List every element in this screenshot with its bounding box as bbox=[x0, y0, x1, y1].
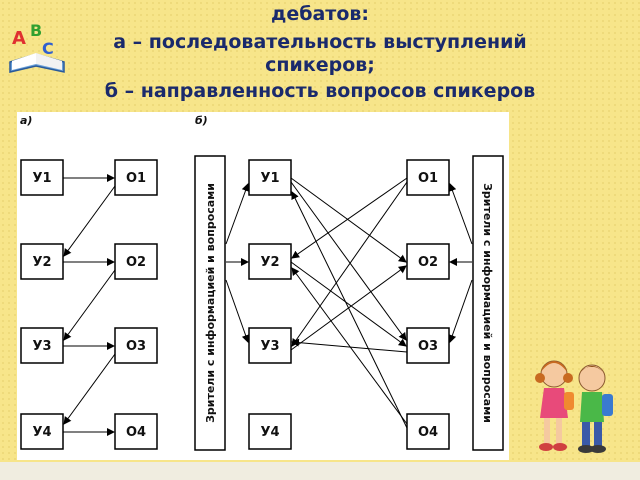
panel-a-right-nodes: О1 О2 О3 О4 bbox=[114, 159, 158, 450]
panel-b-node-y1-label: У1 bbox=[260, 171, 279, 186]
title-line-3: спикеров; bbox=[265, 54, 375, 76]
panel-b-left-nodes: У1 У2 У3 У4 bbox=[248, 159, 292, 450]
title-line-2: а – последовательность выступлений bbox=[113, 31, 527, 53]
svg-text:C: C bbox=[42, 39, 54, 58]
panel-a-node-o3 bbox=[114, 327, 158, 364]
panel-a-node-o4 bbox=[114, 413, 158, 450]
panel-a-node-y2-label: У2 bbox=[32, 255, 51, 270]
panel-a-node-o3-label: О3 bbox=[126, 339, 146, 354]
panel-a-node-o1 bbox=[114, 159, 158, 196]
panel-b-right-audience-label: Зрители с информацией и вопросами bbox=[481, 183, 494, 423]
panel-a-left-nodes: У1 У2 У3 У4 bbox=[20, 159, 64, 450]
panel-b-node-o2-label: О2 bbox=[418, 255, 438, 270]
panel-a-node-o2 bbox=[114, 243, 158, 280]
panel-a-node-o4-label: О4 bbox=[126, 425, 146, 440]
panel-b-node-o1 bbox=[406, 159, 450, 196]
panel-a-node-o1-label: О1 bbox=[126, 171, 146, 186]
bottom-bar bbox=[0, 462, 640, 480]
panel-b-node-y2-label: У2 bbox=[260, 255, 279, 270]
panel-b-node-o3-label: О3 bbox=[418, 339, 438, 354]
panel-b-node-o4 bbox=[406, 413, 450, 450]
panel-b-node-o1-label: О1 bbox=[418, 171, 438, 186]
panel-a-node-y1-label: У1 bbox=[32, 171, 51, 186]
title-line-1: дебатов: bbox=[270, 3, 369, 25]
debate-diagram: а) У1 У2 У3 У4 О1 О2 О3 О4 bbox=[20, 114, 504, 451]
panel-b-right-nodes: О1 О2 О3 О4 bbox=[406, 159, 450, 450]
svg-text:A: A bbox=[12, 28, 26, 49]
panel-a-node-y4 bbox=[20, 413, 64, 450]
panel-a-node-y3-label: У3 bbox=[32, 339, 51, 354]
panel-b-arrows bbox=[225, 177, 473, 429]
panel-a-node-o2-label: О2 bbox=[126, 255, 146, 270]
panel-a-label: а) bbox=[20, 114, 32, 127]
panel-b-node-y4-label: У4 bbox=[260, 425, 279, 440]
panel-a-node-y2 bbox=[20, 243, 64, 280]
panel-b-left-audience-box bbox=[194, 155, 226, 451]
panel-a-arrows bbox=[63, 174, 116, 436]
panel-b-node-o3 bbox=[406, 327, 450, 364]
svg-text:B: B bbox=[30, 21, 42, 40]
panel-b-node-y1 bbox=[248, 159, 292, 196]
title-line-4: б – направленность вопросов спикеров bbox=[104, 80, 536, 102]
panel-b-label: б) bbox=[195, 114, 208, 127]
abc-book-icon: A B C bbox=[9, 21, 65, 73]
panel-a-node-y4-label: У4 bbox=[32, 425, 51, 440]
panel-b-node-y4 bbox=[248, 413, 292, 450]
panel-b-node-o4-label: О4 bbox=[418, 425, 438, 440]
panel-b-node-y3 bbox=[248, 327, 292, 364]
panel-b-right-audience-box bbox=[472, 155, 504, 451]
panel-b-node-y2 bbox=[248, 243, 292, 280]
diagram-panel: а) У1 У2 У3 У4 О1 О2 О3 О4 bbox=[17, 112, 509, 460]
children-with-backpacks-illustration bbox=[535, 360, 613, 453]
panel-b-left-audience-label: Зрители с информацией и вопросами bbox=[204, 183, 217, 423]
panel-b-node-y3-label: У3 bbox=[260, 339, 279, 354]
